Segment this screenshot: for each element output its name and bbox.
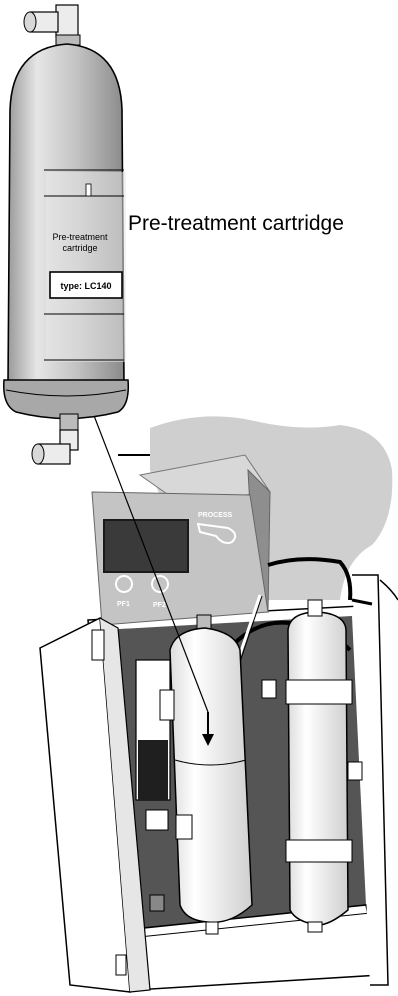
pf1-label: PF1 — [117, 601, 130, 608]
pf2-label: PF2 — [153, 602, 166, 609]
cartridge-type-label: type: LC140 — [60, 281, 111, 291]
cartridge-label-line1: Pre-treatment — [52, 232, 108, 242]
cartridge-callout-label: Pre-treatment cartridge — [128, 212, 344, 236]
process-label: PROCESS — [198, 512, 233, 519]
cartridge-label-line2: cartridge — [62, 243, 97, 253]
pretreatment-cartridge: Pre-treatment cartridge type: LC140 — [4, 5, 129, 464]
display-screen — [104, 520, 188, 572]
